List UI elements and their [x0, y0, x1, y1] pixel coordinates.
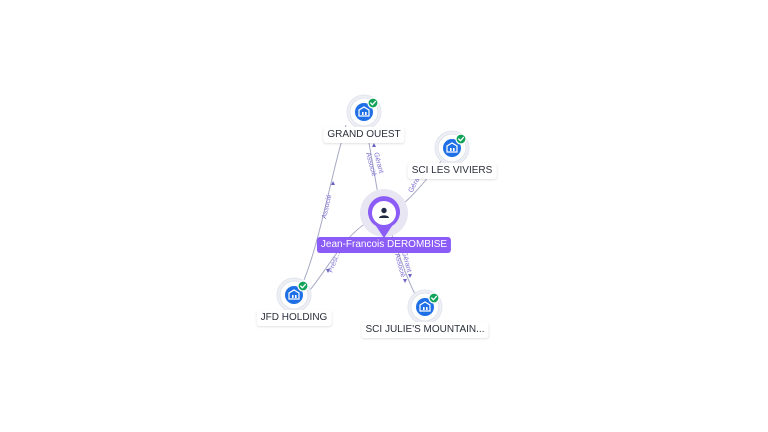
verified-check-icon	[367, 97, 379, 109]
person-name-label[interactable]: Jean-Francois DEROMBISE	[316, 237, 452, 253]
arrow-jfd-holding	[326, 269, 330, 273]
arrow-grand-ouest	[372, 143, 376, 147]
edge-jfd-holding-grand-ouest	[303, 124, 347, 281]
person-node[interactable]	[360, 189, 408, 238]
company-building-icon	[446, 142, 458, 153]
arrow-jfd-grand-ouest	[331, 181, 335, 185]
arrow-sci-julies-1	[408, 274, 412, 278]
company-building-icon	[358, 106, 370, 117]
company-node-jfd-holding[interactable]	[276, 277, 312, 313]
company-label-jfd-holding[interactable]: JFD HOLDING	[256, 310, 332, 326]
company-building-icon	[419, 301, 431, 312]
verified-check-icon	[297, 280, 309, 292]
edge-label-jfd-grand-ouest: Associé	[321, 194, 333, 220]
arrow-sci-julies-2	[403, 279, 407, 283]
company-label-grand-ouest[interactable]: GRAND OUEST	[323, 127, 405, 143]
company-node-sci-julies[interactable]	[407, 289, 443, 325]
verified-check-icon	[455, 133, 467, 145]
edge-person-sci-julies	[389, 229, 417, 297]
verified-check-icon	[428, 292, 440, 304]
edge-arrows	[326, 143, 412, 283]
person-icon	[379, 207, 389, 218]
company-label-sci-les-viviers[interactable]: SCI LES VIVIERS	[407, 163, 497, 179]
company-building-icon	[288, 289, 300, 300]
company-node-sci-les-viviers[interactable]	[434, 130, 470, 166]
company-node-grand-ouest[interactable]	[346, 94, 382, 130]
company-label-sci-julies[interactable]: SCI JULIE'S MOUNTAIN...	[361, 322, 489, 338]
